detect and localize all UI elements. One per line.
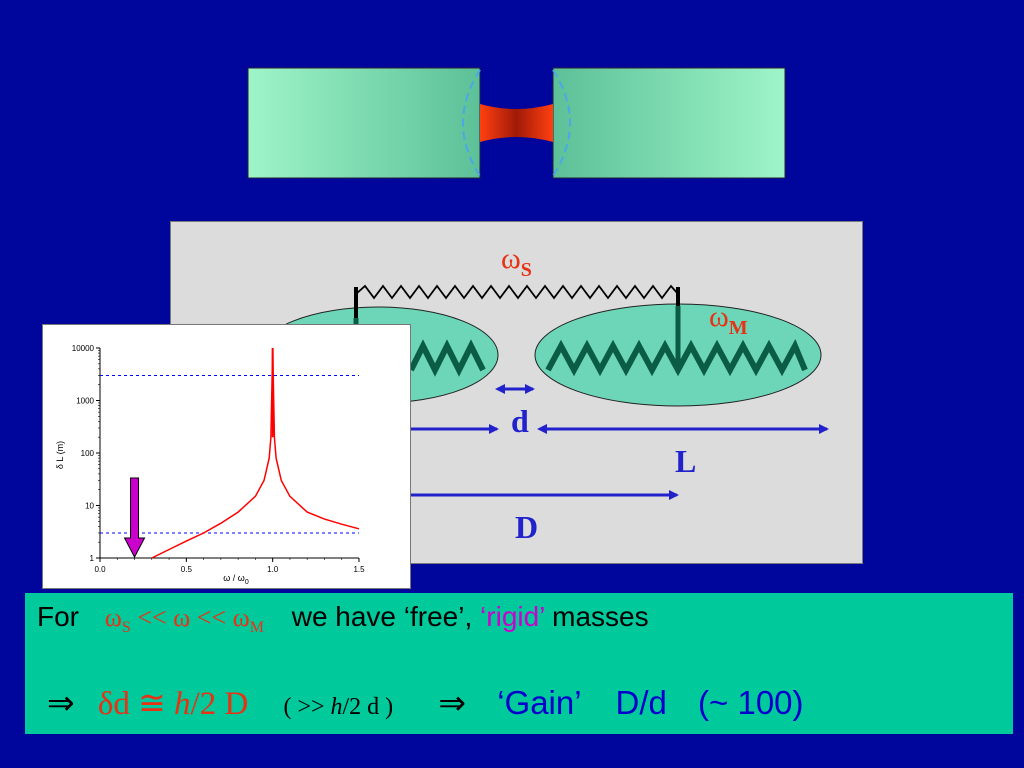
D-label: D [515,509,538,545]
left-dashed-arc [462,69,481,177]
resonance-chart: 1 10 100 1000 10000 0.0 0.5 1.0 1.5 δ L (m) ω / … [42,324,411,589]
L-label: L [675,443,696,479]
condition-line: For ωS << ω << ωM we have ‘free’, ‘rigid… [37,601,649,637]
x-axis-label: ω / ω0 [223,573,249,586]
x-tick-label: 1.0 [267,565,279,574]
y-tick-label: 10 [85,502,94,511]
implies-arrow-1: ⇒ [47,686,75,722]
rigid-text: ‘rigid’ [480,601,545,632]
masses-text: masses [544,601,649,632]
result-line: ⇒ δd ≅ h/2 D ( >> h/2 d ) ⇒ ‘Gain’ D/d (… [47,683,804,723]
ratio-text: D/d [615,684,667,721]
omega-s-label: ωS [501,242,532,281]
bar-bridge-diagram [247,67,786,179]
left-bar [247,67,481,179]
y-tick-label: 1 [90,554,95,563]
x-tick-label: 0.5 [181,565,193,574]
y-tick-label: 10000 [72,344,95,353]
conclusion-box: For ωS << ω << ωM we have ‘free’, ‘rigid… [25,593,1013,734]
x-tick-label: 0.0 [94,565,106,574]
paren-formula: ( >> h/2 d ) [283,694,394,720]
response-curve [151,347,360,559]
d-label: d [511,403,529,439]
coupling-spring [355,284,679,300]
approx-text: (~ 100) [698,684,804,721]
omega-m-label: ωM [709,300,748,339]
red-bridge [480,104,553,142]
for-text: For [37,601,79,632]
left-mass-spring [408,339,486,377]
condition-formula: ωS << ω << ωM [104,603,264,637]
y-tick-label: 1000 [76,397,94,406]
delta-d-formula: δd ≅ h/2 D [97,686,249,722]
magenta-arrow [123,477,146,559]
gain-text: ‘Gain’ [497,684,581,721]
chart-plot: 1 10 100 1000 10000 0.0 0.5 1.0 1.5 δ L (m) ω / … [55,344,365,586]
right-bar [552,67,786,179]
x-tick-label: 1.5 [353,565,365,574]
right-dashed-arc [552,69,571,177]
y-tick-label: 100 [81,449,95,458]
implies-arrow-2: ⇒ [438,686,467,722]
we-have-text: we have ‘free’, [291,601,481,632]
y-axis-label: δ L (m) [55,441,65,469]
